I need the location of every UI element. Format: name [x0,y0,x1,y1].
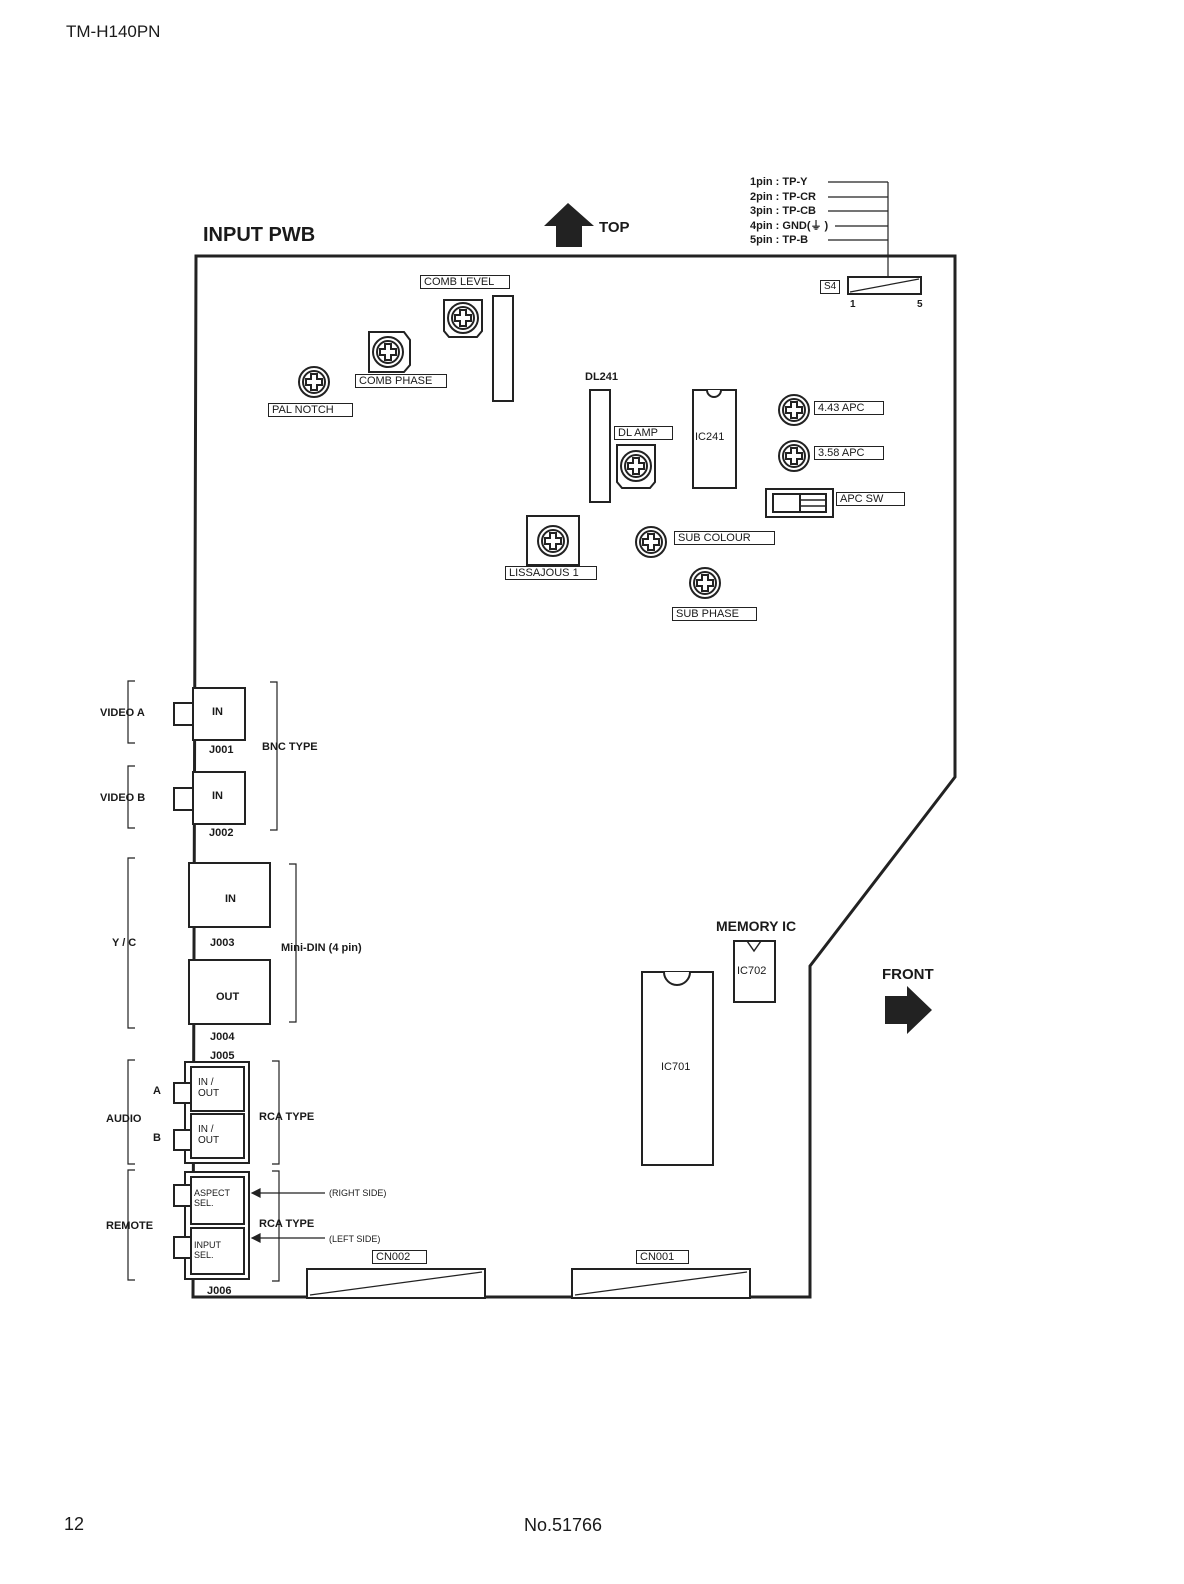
front-arrow [885,986,932,1034]
comb-phase-pot [372,336,404,368]
j003-jack [188,862,271,928]
ic241-label: IC241 [695,431,725,443]
audio-b-inout: IN /OUT [198,1124,220,1146]
lissajous-label: LISSAJOUS 1 [505,566,597,580]
test-point-2: 2pin : TP-CR [750,190,816,203]
j001-jack [192,687,246,741]
yc-label: Y / C [112,937,137,949]
j004-out-label: OUT [216,991,240,1003]
remote-label: REMOTE [106,1220,154,1232]
j002-jack [192,771,246,825]
bnc-type-label: BNC TYPE [262,741,318,753]
pal-notch-pot [298,366,330,398]
rca-type-remote-label: RCA TYPE [259,1218,315,1230]
board-outline [191,254,957,1299]
j005-label: J005 [210,1050,235,1062]
j004-jack [188,959,271,1025]
dl241-label: DL241 [585,371,619,383]
s4-pin-start: 1 [850,299,856,310]
diagram-title: INPUT PWB [203,224,316,246]
cn002-label: CN002 [372,1250,427,1264]
j002-label: J002 [209,827,234,839]
j006-label: J006 [207,1285,232,1297]
ic241 [692,389,737,489]
s4-label: S4 [820,280,841,294]
test-point-5: 5pin : TP-B [750,234,809,246]
top-arrow [544,203,594,247]
sub-colour-label: SUB COLOUR [674,531,775,545]
mini-din-label: Mini-DIN (4 pin) [281,942,362,954]
apc-358-pot [778,440,810,472]
comb-phase-label: COMB PHASE [355,374,447,388]
video-a-label: VIDEO A [100,707,145,719]
document-number: No.51766 [524,1515,603,1535]
test-point-list: 1pin : TP-Y 2pin : TP-CR 3pin : TP-CB 4p… [750,175,828,248]
apc-358-label: 3.58 APC [814,446,884,460]
cn001-label: CN001 [636,1250,689,1264]
apc-443-label: 4.43 APC [814,401,884,415]
rca-type-audio-label: RCA TYPE [259,1111,315,1123]
right-side-label: (RIGHT SIDE) [329,1188,387,1198]
dl-amp-pot [620,450,652,482]
front-label: FRONT [882,966,934,983]
j002-in-label: IN [212,790,223,802]
video-b-label: VIDEO B [100,792,146,804]
dl-amp-label: DL AMP [614,426,673,440]
test-point-1: 1pin : TP-Y [750,176,808,188]
ic701 [641,971,714,1166]
left-side-label: (LEFT SIDE) [329,1234,381,1244]
audio-b-label: B [153,1132,161,1144]
audio-a-inout: IN /OUT [198,1077,220,1099]
comb-level-pot [447,302,479,334]
sub-colour-pot [635,526,667,558]
j001-in-label: IN [212,706,223,718]
sub-phase-pot [689,567,721,599]
sub-phase-label: SUB PHASE [672,607,757,621]
audio-a-label: A [153,1085,161,1097]
test-point-3: 3pin : TP-CB [750,205,816,217]
apc-443-pot [778,394,810,426]
comb-level-strip [492,295,514,402]
j004-label: J004 [210,1031,235,1043]
pal-notch-label: PAL NOTCH [268,403,353,417]
j003-label: J003 [210,937,235,949]
apc-sw-label: APC SW [836,492,905,506]
j003-in-label: IN [225,893,236,905]
ic702-label: IC702 [737,965,767,977]
s4-pin-end: 5 [917,299,923,310]
page-number: 12 [64,1514,85,1534]
audio-label: AUDIO [106,1113,142,1125]
top-label: TOP [599,219,630,236]
j001-label: J001 [209,744,234,756]
ic701-label: IC701 [661,1061,691,1073]
memory-ic-label: MEMORY IC [716,918,797,934]
dl241 [589,389,611,503]
lissajous-pot [537,525,569,557]
document-model: TM-H140PN [66,22,161,41]
comb-level-label: COMB LEVEL [420,275,510,289]
test-point-4: 4pin : GND(⏚ ) [750,219,829,232]
test-point-leaders [828,181,889,279]
